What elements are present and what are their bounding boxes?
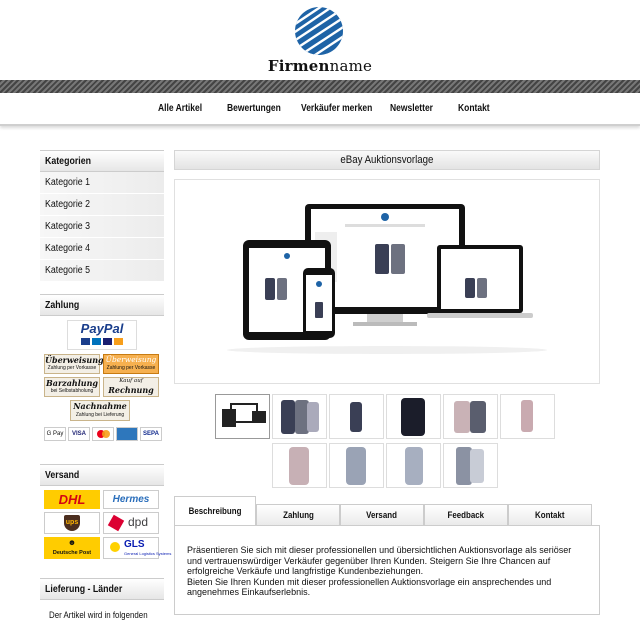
card-mastercard-icon	[92, 427, 114, 441]
delivery-text: Der Artikel wird in folgenden	[49, 610, 148, 620]
nav-verkaeufer-merken[interactable]: Verkäufer merken	[301, 103, 373, 114]
devices-mockup-icon	[227, 204, 547, 354]
nachnahme-badge: Nachnahme Zahlung bei Lieferung	[70, 400, 130, 421]
nav-bewertungen[interactable]: Bewertungen	[227, 103, 281, 114]
sidebar-item-kategorie-3[interactable]: Kategorie 3	[40, 216, 164, 238]
nav-newsletter[interactable]: Newsletter	[390, 103, 433, 114]
sidebar-item-kategorie-1[interactable]: Kategorie 1	[40, 172, 164, 194]
phone-icon	[289, 447, 309, 485]
header-stripe	[0, 80, 640, 93]
thumbnail-6[interactable]	[500, 394, 555, 439]
shipping-heading: Versand	[40, 464, 164, 486]
thumbnail-1[interactable]	[215, 394, 270, 439]
thumbnail-2[interactable]	[272, 394, 327, 439]
thumbnail-10[interactable]	[443, 443, 498, 488]
phone-icon	[454, 401, 486, 433]
hero-image[interactable]	[174, 179, 600, 384]
devices-thumb-icon	[222, 403, 266, 427]
payment-heading: Zahlung	[40, 294, 164, 316]
thumbnail-7[interactable]	[272, 443, 327, 488]
phone-icon	[521, 400, 533, 432]
page-title: eBay Auktionsvorlage	[174, 150, 600, 170]
thumbnail-5[interactable]	[443, 394, 498, 439]
nav-alle-artikel[interactable]: Alle Artikel	[158, 103, 203, 114]
tab-kontakt[interactable]: Kontakt	[508, 504, 592, 526]
header: Firmenname	[0, 0, 640, 80]
nav-kontakt[interactable]: Kontakt	[458, 103, 490, 114]
main-content: eBay Auktionsvorlage	[174, 150, 600, 615]
delivery-heading: Lieferung - Länder	[40, 578, 164, 600]
card-sepa: SEPA	[140, 427, 162, 441]
card-amex-icon	[116, 427, 138, 441]
thumbnail-8[interactable]	[329, 443, 384, 488]
description-panel: Präsentieren Sie sich mit dieser profess…	[174, 525, 600, 615]
company-name: Firmenname	[267, 57, 373, 75]
card-googlepay: G Pay	[44, 427, 66, 441]
tab-bar: Beschreibung Zahlung Versand Feedback Ko…	[174, 496, 600, 527]
description-paragraph-2: Bieten Sie Ihren Kunden mit dieser profe…	[187, 576, 552, 598]
phone-icon	[346, 447, 366, 485]
sidebar-item-kategorie-2[interactable]: Kategorie 2	[40, 194, 164, 216]
dpd-logo: dpd	[103, 512, 159, 534]
sidebar-item-kategorie-4[interactable]: Kategorie 4	[40, 238, 164, 260]
barzahlung-badge: Barzahlung bei Selbstabholung	[44, 377, 100, 397]
thumbnail-4[interactable]	[386, 394, 441, 439]
phone-icon	[350, 402, 362, 432]
tab-versand[interactable]: Versand	[340, 504, 424, 526]
description-paragraph-1: Präsentieren Sie sich mit dieser profess…	[187, 545, 572, 576]
dhl-logo: DHL	[44, 490, 100, 509]
phone-icon	[401, 398, 425, 436]
shipping-methods: DHL Hermes ups dpd ☻ Deutsche Post GLS G…	[40, 486, 171, 562]
rechnung-badge: Kauf auf Rechnung	[103, 377, 159, 397]
tab-zahlung[interactable]: Zahlung	[256, 504, 340, 526]
ueberweisung-badge: Überweisung Zahlung per Vorkasse	[44, 354, 104, 374]
payment-methods: PayPal Überweisung Zahlung per Vorkasse …	[40, 316, 164, 456]
gls-logo: GLS General Logistics Systems	[103, 537, 171, 559]
company-logo-icon	[295, 7, 343, 55]
paypal-logo: PayPal	[67, 320, 137, 350]
description-text: Präsentieren Sie sich mit dieser profess…	[187, 545, 587, 598]
categories-heading: Kategorien	[40, 150, 164, 172]
tab-feedback[interactable]: Feedback	[424, 504, 508, 526]
deutsche-post-logo: ☻ Deutsche Post	[44, 537, 100, 559]
tab-beschreibung[interactable]: Beschreibung	[174, 496, 256, 527]
phone-icon	[456, 447, 484, 485]
ups-logo: ups	[44, 512, 100, 534]
card-visa: VISA	[68, 427, 90, 441]
ueberweisung-orange-badge: Überweisung Zahlung per Vorkasse	[103, 354, 159, 374]
thumbnail-3[interactable]	[329, 394, 384, 439]
sidebar-item-kategorie-5[interactable]: Kategorie 5	[40, 260, 164, 282]
thumbnail-9[interactable]	[386, 443, 441, 488]
sidebar: Kategorien Kategorie 1 Kategorie 2 Kateg…	[40, 150, 171, 620]
hermes-logo: Hermes	[103, 490, 159, 509]
phone-icon	[405, 447, 423, 485]
phone-icon	[281, 400, 319, 434]
main-nav: Alle Artikel Bewertungen Verkäufer merke…	[0, 93, 640, 126]
